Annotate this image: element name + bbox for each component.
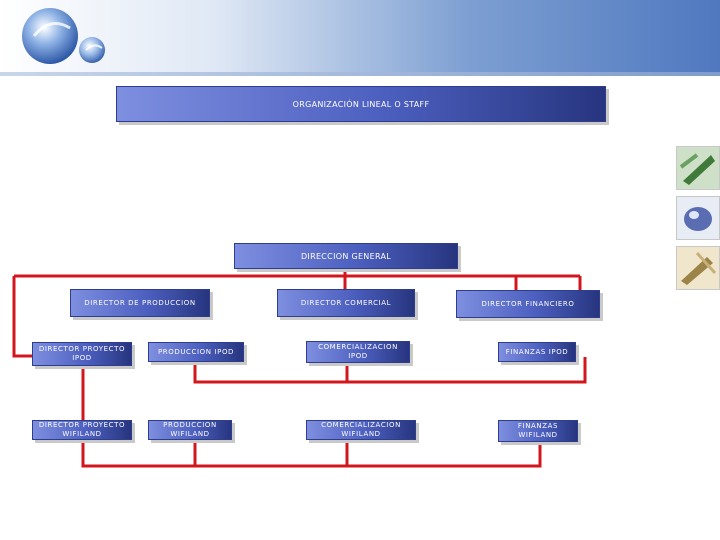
comercializacion-ipod-box: COMERCIALIZACION IPOD bbox=[306, 341, 410, 363]
produccion-wifiland-box: PRODUCCION WIFILAND bbox=[148, 420, 232, 440]
direccion-general-box: DIRECCION GENERAL bbox=[234, 243, 458, 269]
finanzas-ipod-box: FINANZAS IPOD bbox=[498, 342, 576, 362]
director-proyecto-ipod-box: DIRECTOR PROYECTO IPOD bbox=[32, 342, 132, 366]
connector-wifiland-bus bbox=[83, 438, 540, 466]
director-financiero-box: DIRECTOR FINANCIERO bbox=[456, 290, 600, 318]
director-proyecto-wifiland-box: DIRECTOR PROYECTO WIFILAND bbox=[32, 420, 132, 440]
finanzas-wifiland-box: FINANZAS WIFILAND bbox=[498, 420, 578, 442]
director-comercial-box: DIRECTOR COMERCIAL bbox=[277, 289, 415, 317]
connector-left-drop bbox=[14, 276, 32, 356]
director-produccion-box: DIRECTOR DE PRODUCCION bbox=[70, 289, 210, 317]
org-title-box: ORGANIZACIÓN LINEAL O STAFF bbox=[116, 86, 606, 122]
produccion-ipod-box: PRODUCCION IPOD bbox=[148, 342, 244, 362]
comercializacion-wifiland-box: COMERCIALIZACION WIFILAND bbox=[306, 420, 416, 440]
